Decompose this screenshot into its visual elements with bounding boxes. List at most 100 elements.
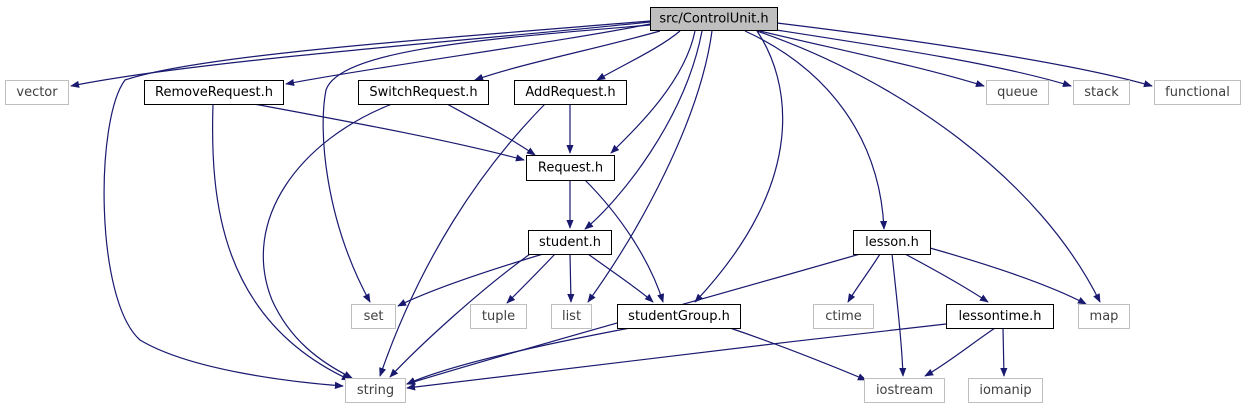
node-functional: functional bbox=[1154, 80, 1241, 105]
node-tuple: tuple bbox=[470, 304, 527, 329]
edges-layer bbox=[70, 20, 1153, 391]
node-label-addrequest: AddRequest.h bbox=[525, 85, 615, 100]
edge-switchrequest-request bbox=[446, 103, 536, 156]
edge-controlunit-studentgroup bbox=[694, 30, 784, 303]
node-box-stack bbox=[1073, 80, 1130, 105]
node-ctime: ctime bbox=[813, 304, 874, 329]
edge-removerequest-string bbox=[212, 103, 351, 381]
nodes-layer: src/ControlUnit.h vector RemoveRequest.h Sw… bbox=[5, 7, 1241, 403]
node-box-addrequest bbox=[514, 80, 627, 105]
edge-lessontime-string bbox=[406, 323, 947, 391]
node-label-string: string bbox=[357, 383, 394, 398]
node-label-switchrequest: SwitchRequest.h bbox=[369, 85, 477, 100]
node-box-student bbox=[528, 230, 612, 255]
edge-controlunit-stack bbox=[769, 28, 1072, 88]
edge-addrequest-string bbox=[379, 103, 546, 377]
node-box-tuple bbox=[470, 304, 527, 329]
edge-request-studentgroup bbox=[584, 179, 665, 303]
node-set: set bbox=[351, 304, 396, 329]
node-box-ctime bbox=[813, 304, 874, 329]
node-label-request: Request.h bbox=[538, 161, 603, 176]
edge-controlunit-functional bbox=[776, 22, 1153, 88]
node-label-set: set bbox=[364, 309, 384, 324]
node-box-set bbox=[351, 304, 396, 329]
node-box-vector bbox=[5, 80, 69, 105]
node-vector: vector bbox=[5, 80, 69, 105]
edge-lesson-map bbox=[929, 247, 1087, 305]
edge-studentgroup-iostream bbox=[729, 327, 867, 381]
node-label-list: list bbox=[562, 309, 581, 324]
node-box-iostream bbox=[864, 378, 945, 403]
edge-controlunit-lesson bbox=[744, 30, 888, 230]
node-lesson[interactable]: lesson.h bbox=[853, 230, 931, 255]
node-label-queue: queue bbox=[997, 85, 1038, 100]
edge-student-tuple bbox=[506, 253, 556, 304]
node-iomanip: iomanip bbox=[968, 378, 1043, 403]
node-iostream: iostream bbox=[864, 378, 945, 403]
node-label-removerequest: RemoveRequest.h bbox=[155, 85, 273, 100]
node-box-map bbox=[1078, 304, 1130, 329]
node-label-student: student.h bbox=[539, 235, 601, 250]
node-student[interactable]: student.h bbox=[528, 230, 612, 255]
node-addrequest[interactable]: AddRequest.h bbox=[514, 80, 627, 105]
edge-controlunit-switchrequest bbox=[474, 30, 661, 81]
edge-controlunit-set bbox=[322, 24, 651, 303]
node-box-request bbox=[526, 155, 615, 181]
node-box-controlunit bbox=[650, 7, 778, 31]
node-box-lessontime bbox=[946, 304, 1054, 329]
node-box-list bbox=[551, 304, 592, 329]
edge-lessontime-iomanip bbox=[1000, 327, 1008, 377]
node-box-iomanip bbox=[968, 378, 1043, 403]
edge-lesson-ctime bbox=[847, 253, 881, 303]
node-queue: queue bbox=[986, 80, 1049, 105]
edge-controlunit-queue bbox=[759, 30, 985, 88]
node-removerequest[interactable]: RemoveRequest.h bbox=[144, 80, 284, 105]
node-string: string bbox=[345, 378, 406, 403]
node-label-iostream: iostream bbox=[876, 383, 933, 398]
node-label-ctime: ctime bbox=[825, 309, 862, 324]
edge-student-studentgroup bbox=[587, 253, 654, 303]
node-box-removerequest bbox=[144, 80, 284, 105]
edge-controlunit-addrequest bbox=[596, 30, 681, 81]
edge-lessontime-iostream bbox=[924, 327, 996, 377]
node-controlunit[interactable]: src/ControlUnit.h bbox=[650, 7, 778, 31]
edge-lesson-string bbox=[406, 253, 861, 386]
node-box-functional bbox=[1154, 80, 1241, 105]
node-label-lesson: lesson.h bbox=[865, 235, 919, 250]
edge-student-set bbox=[397, 253, 544, 307]
edge-switchrequest-string bbox=[262, 103, 393, 379]
node-box-studentgroup bbox=[617, 304, 741, 329]
edge-lesson-iostream bbox=[891, 253, 907, 377]
node-box-queue bbox=[986, 80, 1049, 105]
node-label-stack: stack bbox=[1084, 85, 1119, 100]
edge-lesson-lessontime bbox=[904, 253, 989, 303]
node-box-lesson bbox=[853, 230, 931, 255]
node-label-tuple: tuple bbox=[482, 309, 515, 324]
node-label-map: map bbox=[1090, 309, 1119, 324]
node-studentgroup[interactable]: studentGroup.h bbox=[617, 304, 741, 329]
edge-controlunit-removerequest bbox=[285, 23, 651, 87]
node-list: list bbox=[551, 304, 592, 329]
node-label-lessontime: lessontime.h bbox=[958, 309, 1041, 324]
node-box-string bbox=[345, 378, 406, 403]
node-map: map bbox=[1078, 304, 1130, 329]
node-box-switchrequest bbox=[358, 80, 489, 105]
edge-controlunit-vector bbox=[70, 21, 651, 88]
node-label-functional: functional bbox=[1165, 85, 1230, 100]
node-lessontime[interactable]: lessontime.h bbox=[946, 304, 1054, 329]
edge-controlunit-string bbox=[103, 20, 651, 389]
edge-controlunit-request bbox=[610, 30, 696, 154]
edge-student-list bbox=[567, 253, 575, 303]
edge-controlunit-list bbox=[587, 30, 713, 303]
node-request[interactable]: Request.h bbox=[526, 155, 615, 181]
node-stack: stack bbox=[1073, 80, 1130, 105]
node-switchrequest[interactable]: SwitchRequest.h bbox=[358, 80, 489, 105]
node-label-vector: vector bbox=[16, 85, 58, 100]
edge-removerequest-request bbox=[253, 103, 525, 162]
edge-student-string bbox=[389, 253, 531, 378]
node-label-studentgroup: studentGroup.h bbox=[628, 309, 730, 324]
node-label-controlunit: src/ControlUnit.h bbox=[659, 12, 768, 27]
edge-studentgroup-string bbox=[406, 327, 631, 385]
node-label-iomanip: iomanip bbox=[979, 383, 1031, 398]
